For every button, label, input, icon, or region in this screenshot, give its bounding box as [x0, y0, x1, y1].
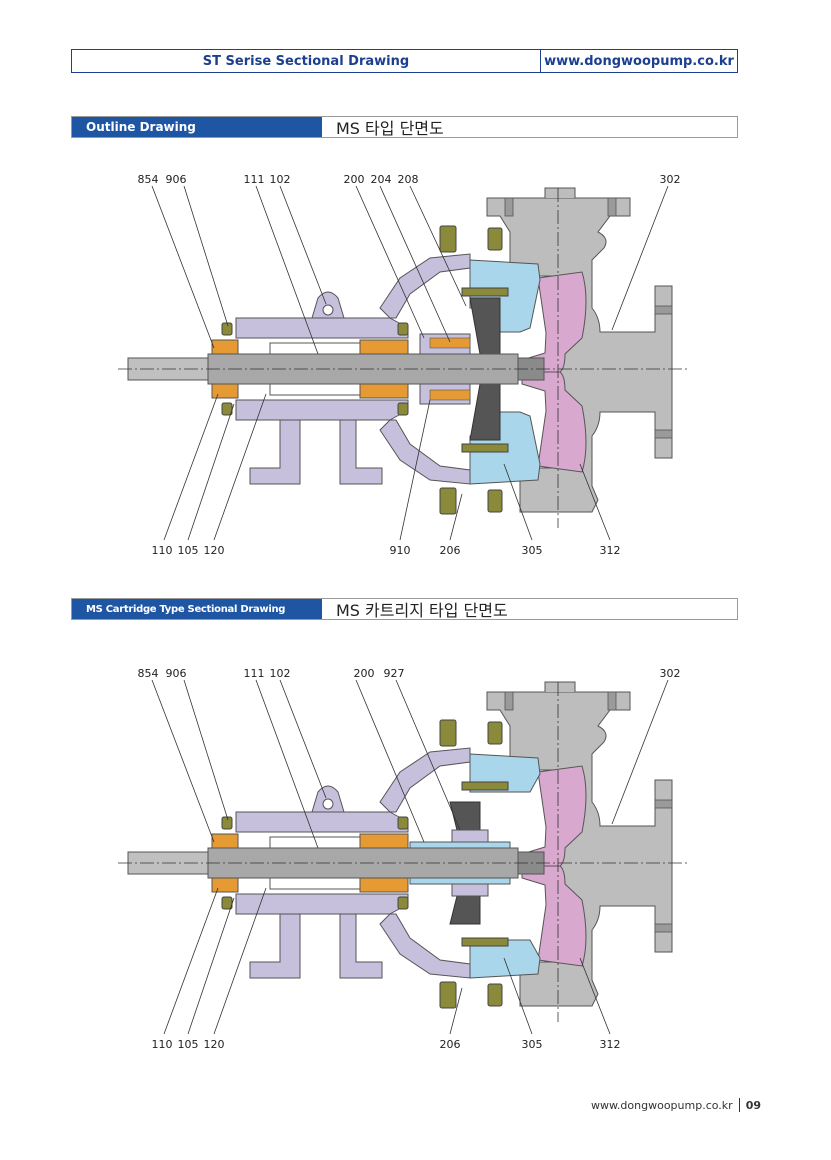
- callout-label: 120: [204, 1038, 225, 1051]
- callout-label: 111: [244, 173, 265, 186]
- footer-divider: [738, 1098, 740, 1112]
- page-number: 09: [745, 1098, 761, 1112]
- callout-label: 111: [244, 667, 265, 680]
- pump-drawing-1: 854 906 111 102 200 204 208 302 110 105 …: [118, 173, 690, 557]
- callout-label: 102: [270, 173, 291, 186]
- callouts-bottom-1: 110 105 120 910 206 305 312: [152, 544, 621, 557]
- callout-label: 200: [344, 173, 365, 186]
- section1-title-en: Outline Drawing: [72, 117, 322, 137]
- callouts-top-2: 854 906 111 102 200 927 302: [138, 667, 681, 680]
- section2-title-bar: MS Cartridge Type Sectional Drawing MS 카…: [71, 598, 738, 620]
- callout-label: 910: [390, 544, 411, 557]
- callouts-top-1: 854 906 111 102 200 204 208 302: [138, 173, 681, 186]
- section2-title-ko: MS 카트리지 타입 단면도: [336, 601, 508, 620]
- callout-label: 105: [178, 1038, 199, 1051]
- callout-label: 906: [166, 667, 187, 680]
- header-title: ST Serise Sectional Drawing: [72, 50, 541, 72]
- callout-label: 312: [600, 544, 621, 557]
- page-footer: www.dongwoopump.co.kr 09: [591, 1098, 761, 1112]
- mechanical-seal: [419, 297, 501, 441]
- bracket: [235, 253, 471, 485]
- callout-label: 120: [204, 544, 225, 557]
- header-url[interactable]: www.dongwoopump.co.kr: [544, 53, 734, 69]
- callout-label: 302: [660, 667, 681, 680]
- callout-label: 200: [354, 667, 375, 680]
- callout-label: 208: [398, 173, 419, 186]
- callout-label: 927: [384, 667, 405, 680]
- section2-title-en: MS Cartridge Type Sectional Drawing: [72, 599, 322, 619]
- bolts: [221, 719, 509, 1009]
- impeller: [521, 765, 587, 967]
- leader-lines: [151, 679, 669, 1035]
- callout-label: 110: [152, 1038, 173, 1051]
- leader-lines: [151, 185, 669, 541]
- bracket: [235, 747, 471, 979]
- page-header: ST Serise Sectional Drawing www.dongwoop…: [71, 49, 738, 73]
- callout-label: 110: [152, 544, 173, 557]
- callout-label: 312: [600, 1038, 621, 1051]
- callout-label: 102: [270, 667, 291, 680]
- cartridge-seal: [409, 801, 511, 925]
- callouts-bottom-2: 110 105 120 206 305 312: [152, 1038, 621, 1051]
- callout-label: 906: [166, 173, 187, 186]
- callout-label: 854: [138, 173, 159, 186]
- impeller: [521, 271, 587, 473]
- callout-label: 305: [522, 1038, 543, 1051]
- footer-url[interactable]: www.dongwoopump.co.kr: [590, 1098, 733, 1112]
- callout-label: 302: [660, 173, 681, 186]
- bolts: [221, 225, 509, 515]
- callout-label: 206: [440, 1038, 461, 1051]
- callout-label: 305: [522, 544, 543, 557]
- callout-label: 105: [178, 544, 199, 557]
- section1-title-bar: Outline Drawing MS 타입 단면도: [71, 116, 738, 138]
- callout-label: 206: [440, 544, 461, 557]
- section1-title-ko: MS 타입 단면도: [336, 119, 444, 138]
- pump-drawing-2: 854 906 111 102 200 927 302 110 105 120 …: [118, 667, 690, 1051]
- sectional-drawing-1: 854 906 111 102 200 204 208 302 110 105 …: [0, 168, 831, 568]
- sectional-drawing-2: 854 906 111 102 200 927 302 110 105 120 …: [0, 662, 831, 1062]
- callout-label: 204: [371, 173, 392, 186]
- callout-label: 854: [138, 667, 159, 680]
